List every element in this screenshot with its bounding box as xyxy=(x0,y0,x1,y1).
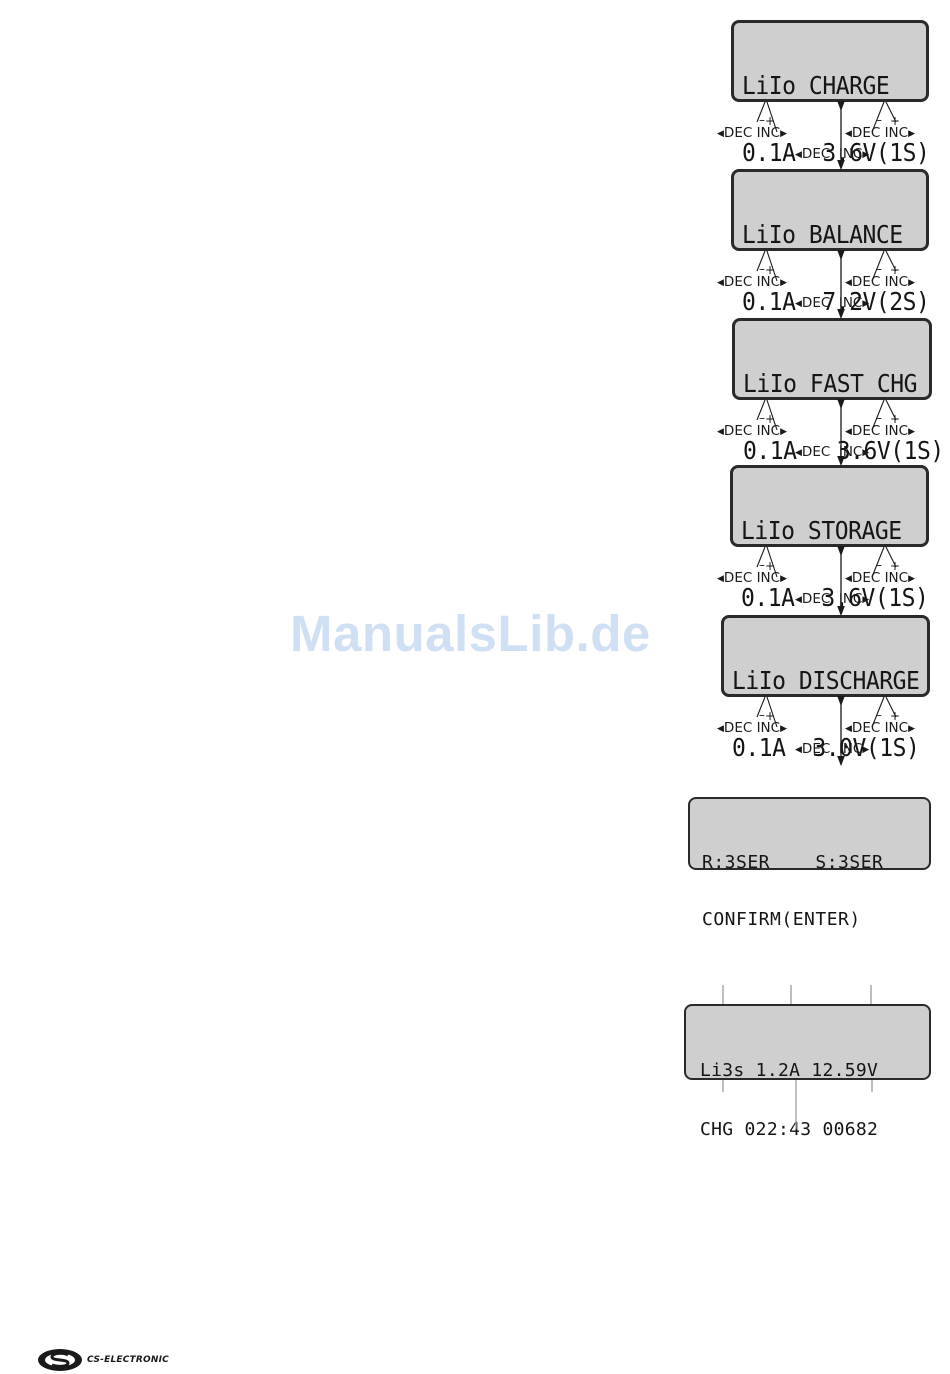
minus-label: – xyxy=(876,411,882,425)
connector-line xyxy=(766,250,778,282)
lcd-line-2: 0.1A 3.0V(1S) xyxy=(732,733,920,762)
watermark: ManualsLib.de xyxy=(290,605,651,662)
connector-line xyxy=(885,696,897,718)
lcd-line-1: LiIo FAST CHG xyxy=(743,369,918,398)
cs-electronic-logo-icon xyxy=(38,1349,82,1371)
dec-inc-right: ◀DEC INC▶ xyxy=(845,570,915,586)
minus-label: – xyxy=(876,558,882,572)
dec-inc-right: ◀DEC INC▶ xyxy=(845,423,915,439)
dec-inc-left: ◀DEC INC▶ xyxy=(717,125,787,141)
dec-inc-center: ◀DEC INC▶ xyxy=(795,591,870,607)
minus-label: – xyxy=(759,262,765,276)
dec-inc-right: ◀DEC INC▶ xyxy=(845,274,915,290)
dec-inc-center: ◀DEC INC▶ xyxy=(795,146,870,162)
connector-line xyxy=(871,399,885,431)
minus-label: – xyxy=(759,411,765,425)
connector-line xyxy=(756,399,766,421)
status-callout-lines xyxy=(722,985,873,1129)
plus-label: + xyxy=(765,263,776,277)
lcd-line-1: LiIo BALANCE xyxy=(742,220,903,249)
lcd-screen-status: Li3s 1.2A 12.59V CHG 022:43 00682 xyxy=(684,1004,931,1140)
connector-line xyxy=(766,101,778,133)
connector-line xyxy=(766,546,778,578)
lcd-screen-storage: LiIo STORAGE 0.1A 3.6V(1S) xyxy=(730,465,929,612)
lcd-line-2: CONFIRM(ENTER) xyxy=(702,909,861,930)
connector-line xyxy=(871,250,885,282)
dec-inc-left: ◀DEC INC▶ xyxy=(717,570,787,586)
lcd-screen-balance: LiIo BALANCE 0.1A 7.2V(2S) xyxy=(731,169,930,316)
connector-line xyxy=(756,101,766,123)
connector-line xyxy=(871,546,885,578)
minus-label: – xyxy=(759,113,765,127)
lcd-line-1: R:3SER S:3SER xyxy=(702,852,884,873)
minus-label: – xyxy=(876,708,882,722)
plus-label: + xyxy=(890,412,901,426)
connector-line xyxy=(885,101,897,123)
connector-line xyxy=(885,399,897,421)
dec-inc-left: ◀DEC INC▶ xyxy=(717,274,787,290)
dec-inc-left: ◀DEC INC▶ xyxy=(717,720,787,736)
lcd-screen-charge: LiIo CHARGE 0.1A 3.6V(1S) xyxy=(731,20,930,167)
plus-label: + xyxy=(890,263,901,277)
dec-inc-center: ◀DEC INC▶ xyxy=(795,444,870,460)
connector-line xyxy=(871,101,885,133)
lcd-line-1: LiIo STORAGE xyxy=(741,516,902,545)
plus-label: + xyxy=(765,412,776,426)
plus-label: + xyxy=(890,709,901,723)
connector-line xyxy=(766,399,778,431)
connector-line xyxy=(766,696,778,728)
logo-text: CS-ELECTRONIC xyxy=(87,1355,169,1365)
lcd-line-1: Li3s 1.2A 12.59V xyxy=(700,1060,879,1081)
minus-label: – xyxy=(876,113,882,127)
dec-inc-center: ◀DEC INC▶ xyxy=(795,741,870,757)
dec-inc-left: ◀DEC INC▶ xyxy=(717,423,787,439)
plus-label: + xyxy=(765,559,776,573)
dec-inc-right: ◀DEC INC▶ xyxy=(845,125,915,141)
plus-label: + xyxy=(765,114,776,128)
lcd-screen-confirm: R:3SER S:3SER CONFIRM(ENTER) xyxy=(688,797,931,929)
minus-label: – xyxy=(759,558,765,572)
dec-inc-right: ◀DEC INC▶ xyxy=(845,720,915,736)
lcd-line-2: CHG 022:43 00682 xyxy=(700,1119,879,1140)
connector-line xyxy=(885,250,897,272)
minus-label: – xyxy=(876,262,882,276)
plus-label: + xyxy=(890,114,901,128)
connector-line xyxy=(756,696,766,718)
connector-line xyxy=(885,546,897,568)
lcd-screen-fast-charge: LiIo FAST CHG 0.1A 3.6V(1S) xyxy=(732,318,944,465)
connector-line xyxy=(756,546,766,568)
plus-label: + xyxy=(890,559,901,573)
lcd-line-1: LiIo CHARGE xyxy=(742,71,890,100)
plus-label: + xyxy=(765,709,776,723)
dec-inc-center: ◀DEC INC▶ xyxy=(795,295,870,311)
minus-label: – xyxy=(759,708,765,722)
lcd-line-1: LiIo DISCHARGE xyxy=(732,666,920,695)
connector-line xyxy=(871,696,885,728)
lcd-screen-discharge: LiIo DISCHARGE 0.1A 3.0V(1S) xyxy=(721,615,930,762)
connector-line xyxy=(756,250,766,272)
brand-logo: CS-ELECTRONIC xyxy=(37,1346,169,1374)
